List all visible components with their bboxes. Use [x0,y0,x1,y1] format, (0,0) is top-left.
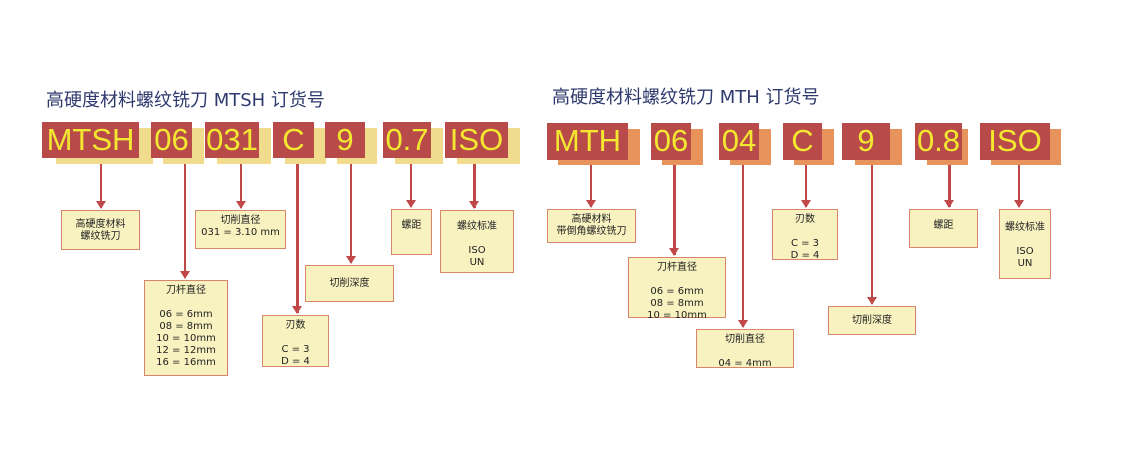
note-flutes: 刃数 C = 3 D = 4 [772,209,838,261]
arrow [944,160,954,208]
note-standard: 螺纹标准 ISO UN [440,210,514,273]
arrow [801,160,811,208]
code-diameter: 031 [205,122,259,158]
code-series: MTH [547,123,628,160]
code-standard: ISO [980,123,1050,160]
arrow [406,158,416,208]
arrow [1014,160,1024,208]
code-depth: 9 [325,122,365,158]
note-depth: 切削深度 [305,265,394,302]
mth-title: 高硬度材料螺纹铣刀 MTH 订货号 [552,87,820,108]
arrow [236,158,246,209]
note-standard: 螺纹标准 ISO UN [999,209,1051,279]
note-series: 高硬材料 带倒角螺纹铣刀 [547,209,636,243]
arrow [469,158,479,209]
note-depth: 切削深度 [828,306,916,335]
note-diameter: 切削直径 04 = 4mm [696,329,794,369]
arrow [669,160,679,256]
code-series: MTSH [42,122,139,158]
note-shank: 刀杆直径 06 = 6mm 08 = 8mm 10 = 10mm 12 = 12… [144,280,228,376]
code-diameter: 04 [719,123,759,160]
code-pitch: 0.8 [915,123,962,160]
note-flutes: 刃数 C = 3 D = 4 [262,315,329,367]
arrow [738,160,748,328]
arrow [96,158,106,209]
note-shank: 刀杆直径 06 = 6mm 08 = 8mm 10 = 10mm [628,257,726,321]
arrow [346,158,356,264]
note-diameter: 切削直径 031 = 3.10 mm [195,210,286,249]
arrow [586,160,596,208]
code-pitch: 0.7 [383,122,431,158]
code-flutes: C [273,122,314,158]
code-flutes: C [783,123,822,160]
code-standard: ISO [445,122,508,158]
note-series: 高硬度材料 螺纹铣刀 [61,210,140,250]
code-shank: 06 [151,122,192,158]
mtsh-title: 高硬度材料螺纹铣刀 MTSH 订货号 [46,90,325,111]
code-depth: 9 [842,123,890,160]
code-shank: 06 [651,123,691,160]
note-pitch: 螺距 [909,209,978,248]
arrow [292,158,302,314]
arrow [867,160,877,305]
note-pitch: 螺距 [391,209,432,255]
arrow [180,158,190,279]
